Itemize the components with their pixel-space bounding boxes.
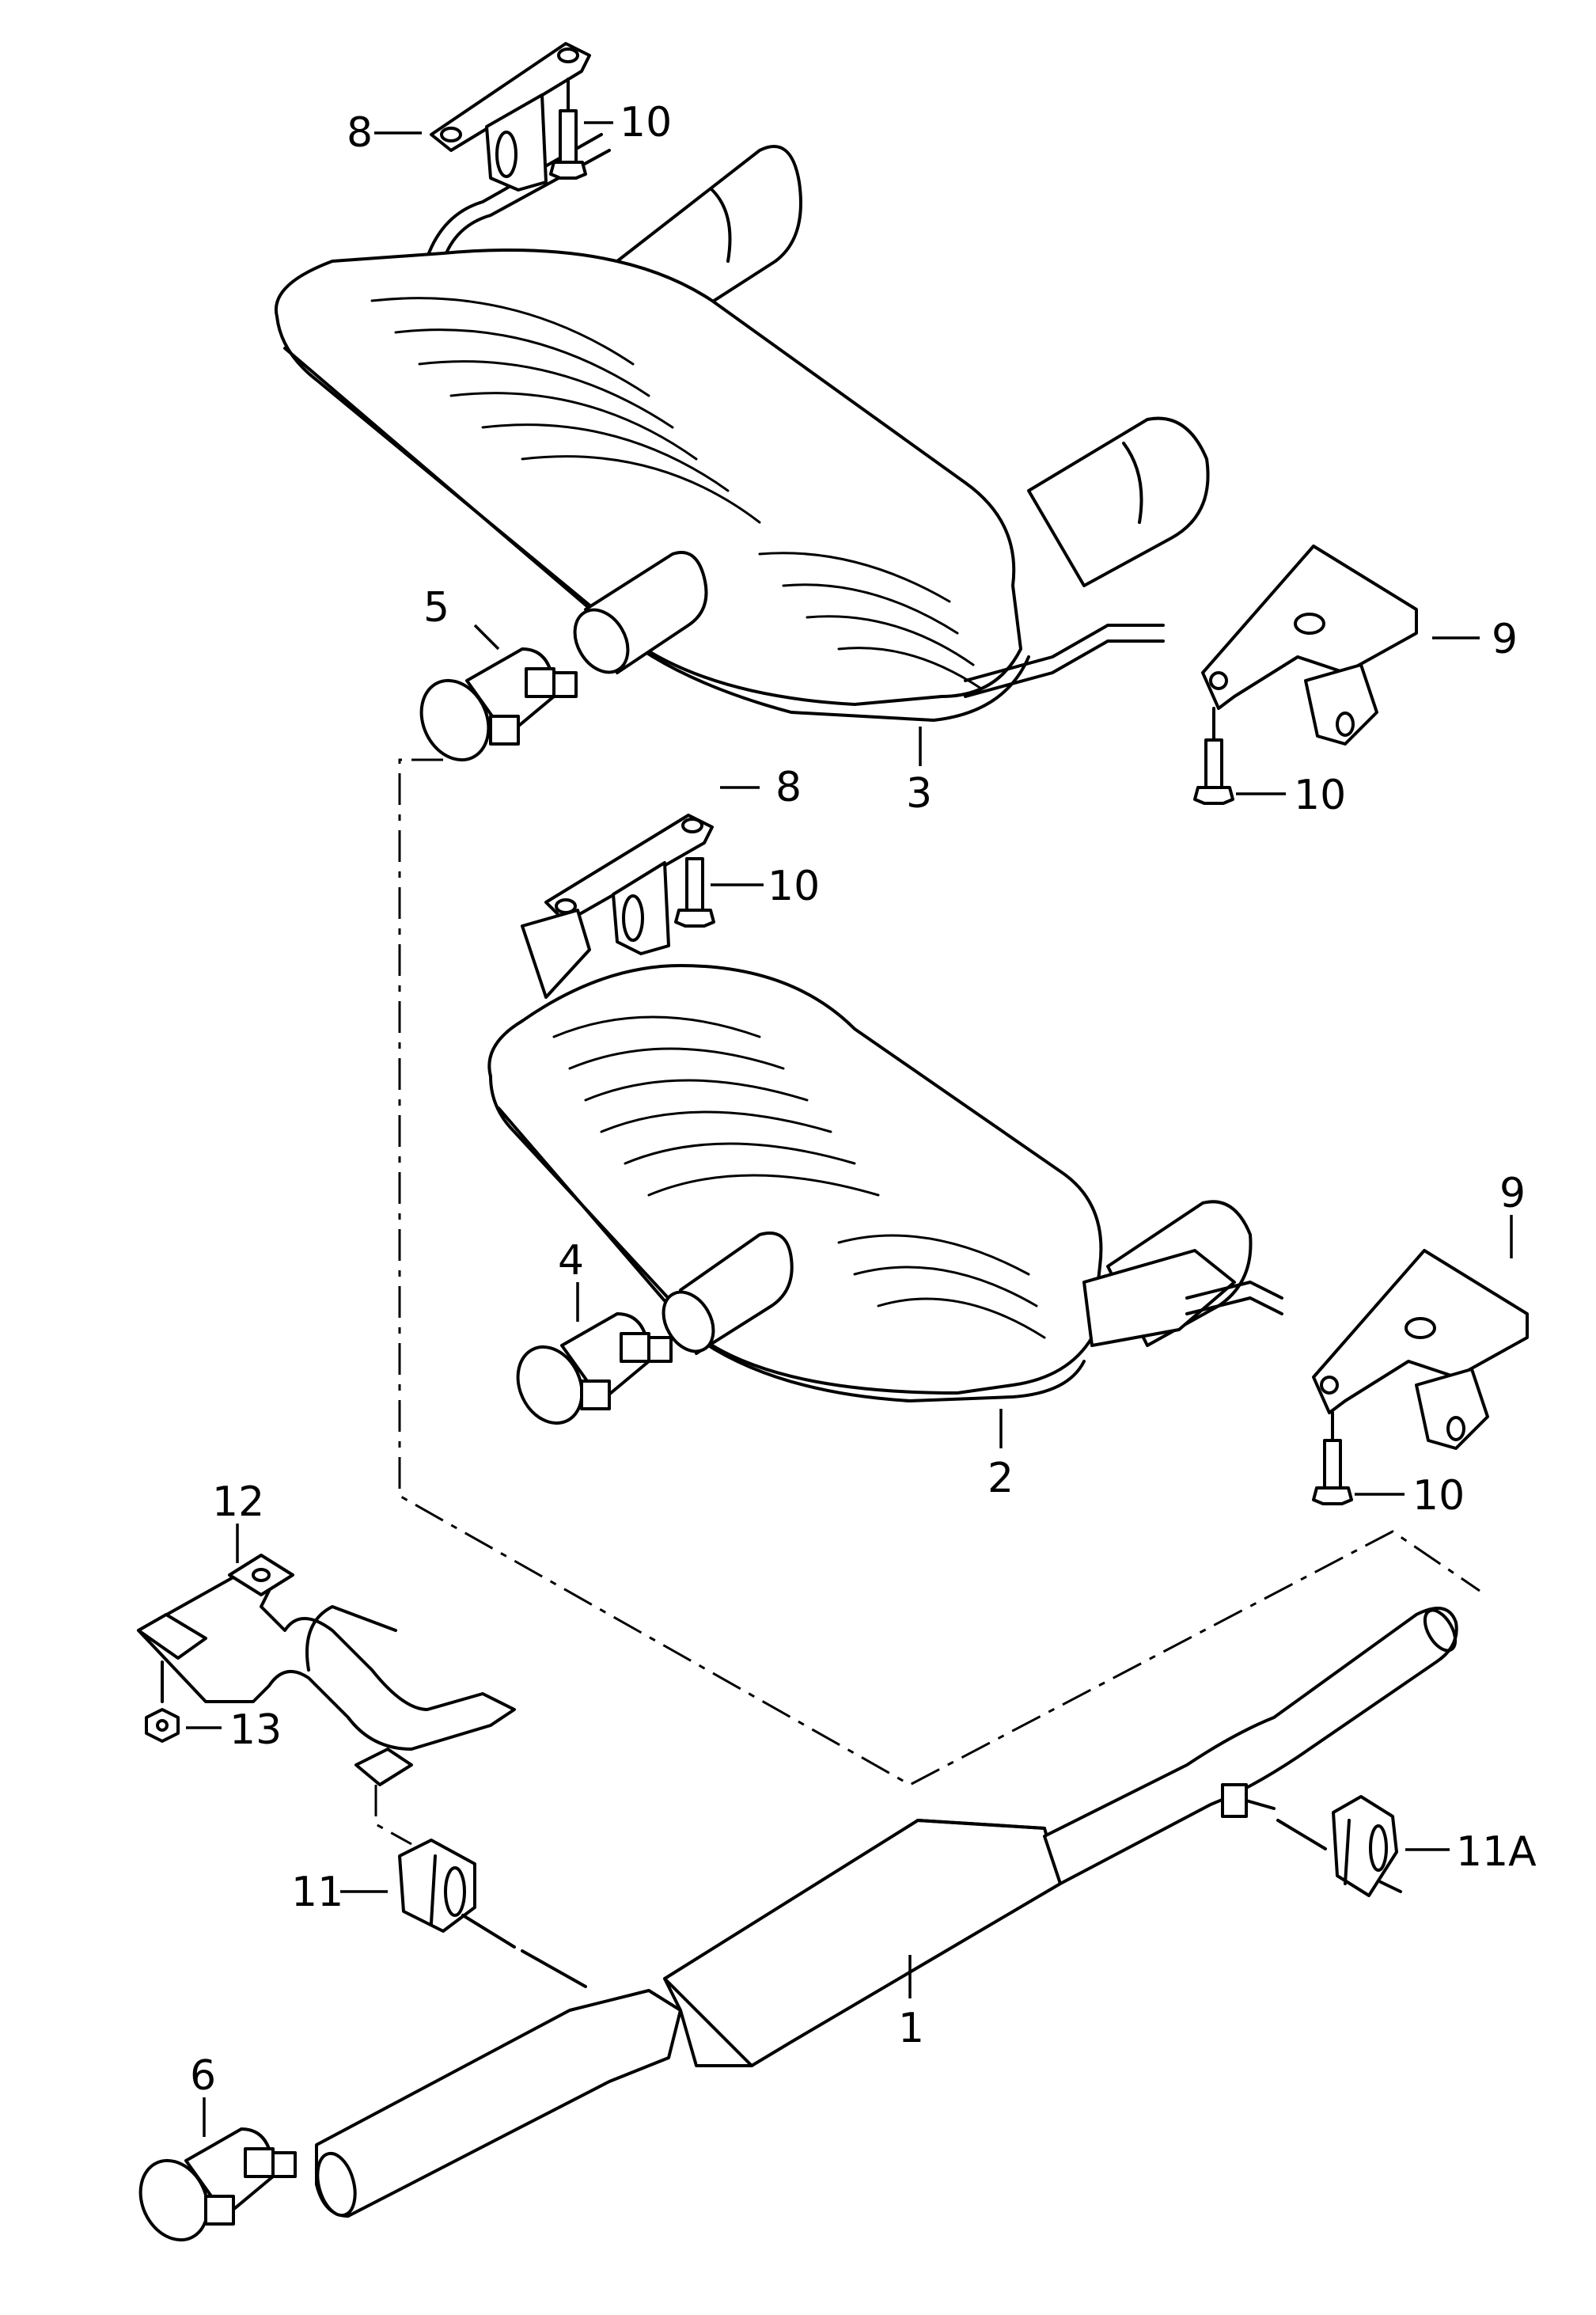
callout-4: 4 bbox=[558, 1237, 584, 1285]
rubber-mount-right[interactable] bbox=[1276, 1795, 1402, 1897]
callout-10-upper-right: 10 bbox=[1294, 772, 1346, 819]
callout-11a-text: 11A bbox=[1456, 1828, 1537, 1876]
bolt-upper-right[interactable] bbox=[1193, 707, 1234, 805]
silencer-ribs bbox=[552, 1015, 1046, 1339]
callout-2: 2 bbox=[988, 1455, 1014, 1502]
nut[interactable] bbox=[145, 1660, 180, 1743]
clamp-lower[interactable] bbox=[506, 1312, 673, 1433]
rear-silencer-lower[interactable] bbox=[487, 909, 1283, 1402]
callout-13: 13 bbox=[229, 1706, 282, 1754]
callout-1: 1 bbox=[898, 2005, 924, 2052]
clamp-upper[interactable] bbox=[409, 647, 578, 771]
callout-3: 3 bbox=[906, 770, 932, 818]
hanger-bracket-upper[interactable] bbox=[430, 42, 591, 192]
callout-9-upper: 9 bbox=[1492, 616, 1518, 663]
callout-10-middle: 10 bbox=[768, 863, 820, 910]
mounting-bracket-lower[interactable] bbox=[1312, 1249, 1529, 1450]
silencer-ribs bbox=[370, 297, 983, 690]
callout-6: 6 bbox=[190, 2052, 216, 2100]
rubber-mount-left[interactable] bbox=[398, 1839, 516, 1949]
callout-10-lower-right: 10 bbox=[1412, 1472, 1465, 1520]
assembly-guide-lines bbox=[398, 758, 1480, 1786]
clamp-front[interactable] bbox=[128, 2127, 297, 2251]
support-bracket[interactable] bbox=[137, 1554, 516, 1786]
callout-10-top: 10 bbox=[620, 99, 672, 146]
front-pipe-with-center-silencer[interactable] bbox=[311, 1605, 1461, 2219]
callout-8-middle: 8 bbox=[775, 764, 802, 811]
callout-12: 12 bbox=[212, 1478, 264, 1526]
callout-11: 11 bbox=[291, 1869, 343, 1916]
callout-8-top: 8 bbox=[347, 109, 373, 157]
mounting-bracket-upper[interactable] bbox=[1201, 545, 1418, 746]
bolt-top[interactable] bbox=[549, 78, 587, 180]
callout-5: 5 bbox=[423, 584, 449, 632]
rear-silencer-upper[interactable] bbox=[274, 133, 1210, 722]
callout-9-lower: 9 bbox=[1499, 1170, 1526, 1217]
bolt-middle[interactable] bbox=[674, 857, 715, 928]
bolt-lower-right[interactable] bbox=[1312, 1411, 1353, 1505]
